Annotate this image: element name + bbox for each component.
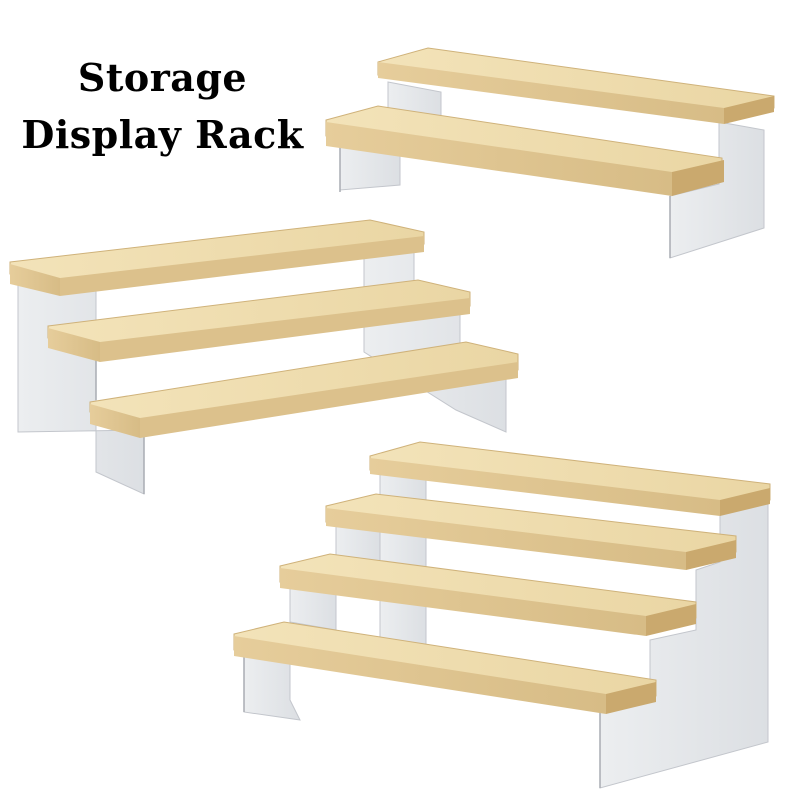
acrylic-side-panel: [17, 282, 145, 495]
three-tier-rack: [9, 219, 519, 495]
four-tier-rack: [233, 441, 771, 789]
product-title-line-2: Display Rack: [21, 112, 304, 157]
two-tier-rack: [325, 47, 775, 259]
acrylic-side-panel: [363, 243, 507, 433]
product-title-line-1: Storage: [77, 55, 248, 100]
